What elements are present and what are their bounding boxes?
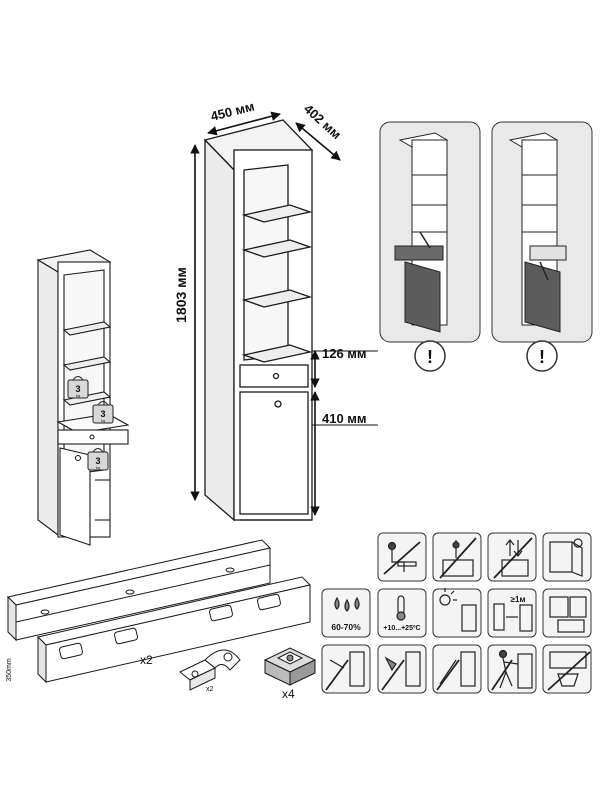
no-dragging-pictogram [487,644,537,694]
heater-distance-pictogram [487,588,537,638]
svg-text:kg: kg [76,393,80,398]
load-cabinet [36,249,130,546]
weight-block-shelf: 3 kg [67,376,89,399]
dimension-lines [190,111,378,516]
svg-text:3: 3 [95,456,100,466]
drawer-rail-upper [7,539,271,642]
no-climbing-pictogram [487,532,537,582]
rail-length-label: 350mm [6,658,13,682]
warning-symbol: ! [427,347,433,367]
sunlight-pictogram [432,588,482,638]
svg-text:3: 3 [100,409,105,419]
main-cabinet [203,119,314,522]
window-pictogram [542,588,592,638]
humidity-label: 60-70% [331,622,361,632]
depth-dimension-label: 402 мм [301,101,344,142]
svg-text:3: 3 [75,384,80,394]
distance-label: ≥1м [511,595,526,604]
svg-text:kg: kg [96,465,100,470]
temperature-label: +10...+25ºC [383,625,420,632]
rails-quantity: x2 [140,653,153,667]
pictogram-details [325,537,591,691]
warning-panel-door: ! [491,121,593,372]
hinge [179,649,241,691]
no-sharp-pictogram [432,644,482,694]
door-height-label: 410 мм [322,411,367,426]
svg-text:kg: kg [101,418,105,423]
warning-symbol: ! [539,347,545,367]
hinges-quantity: x2 [206,686,214,693]
cabinet-foot [263,647,317,686]
width-dimension-label: 450 мм [209,99,256,124]
drawer-height-label: 126 мм [322,346,367,361]
no-wet-cleaning-pictogram [321,644,371,694]
feet-quantity: x4 [282,687,295,701]
door-swing-pictogram [542,532,592,582]
no-bathroom-pictogram [542,644,592,694]
weight-block-bottom: 3 kg [87,448,109,471]
height-dimension-label: 1803 мм [173,267,189,323]
warning-panel-drawer: ! [379,121,481,372]
no-spray-pictogram [377,644,427,694]
drawer-rail-lower [37,576,311,684]
weight-block-drawer: 3 kg [92,401,114,424]
